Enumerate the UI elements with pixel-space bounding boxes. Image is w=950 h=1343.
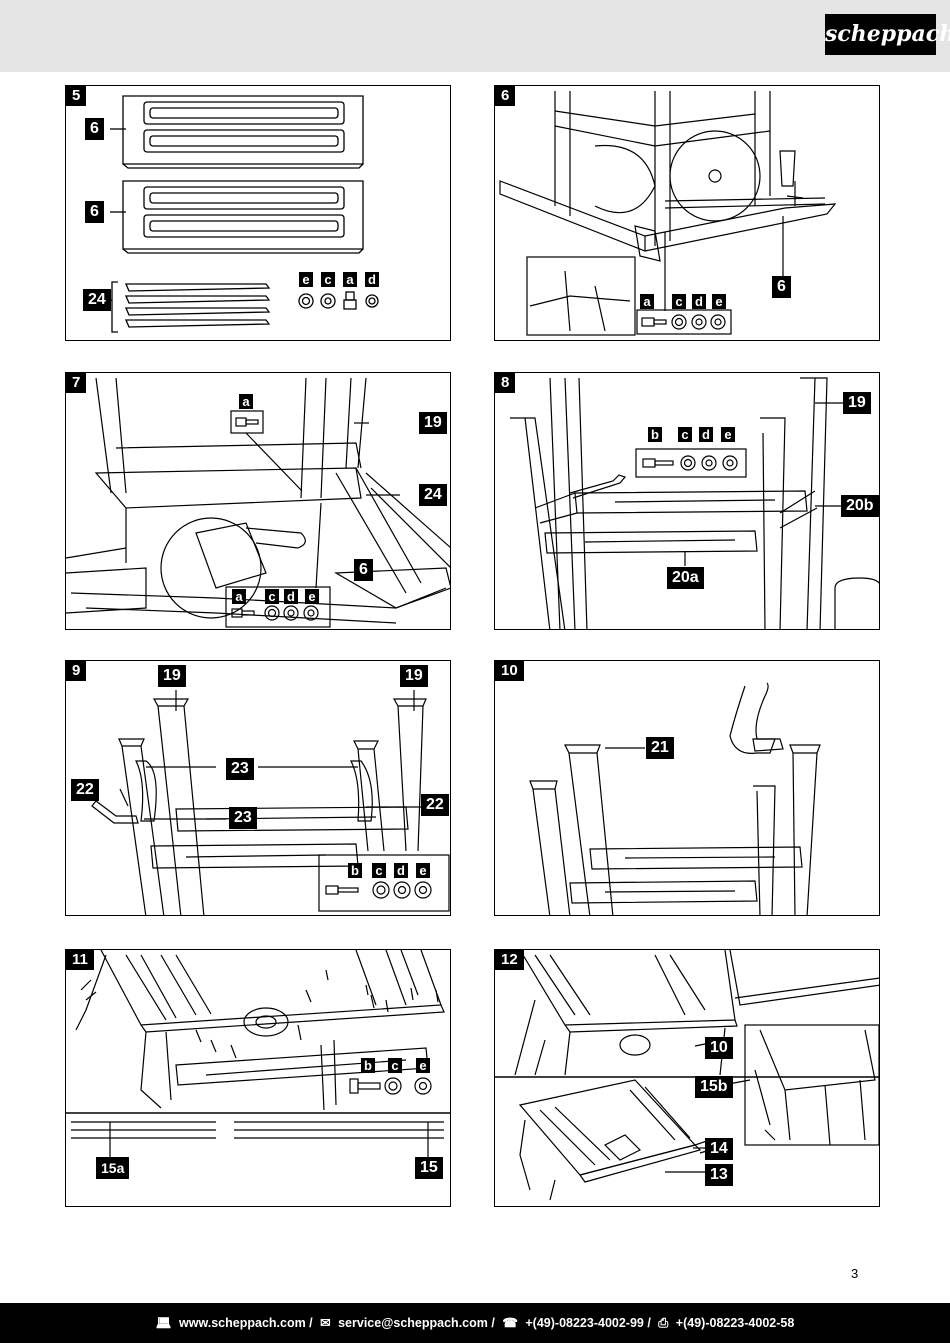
figure-number: 6 (495, 86, 516, 106)
part-label: 19 (400, 665, 428, 687)
figure-number: 9 (66, 661, 87, 681)
part-label: 6 (354, 559, 373, 581)
part-label: 20a (667, 567, 704, 589)
part-label: 6 (772, 276, 791, 298)
part-label: 22 (421, 794, 449, 816)
figure-7: 7 a 19 24 6 a c d e (65, 372, 451, 630)
hardware-letter: c (678, 427, 692, 442)
part-label: 19 (158, 665, 186, 687)
fax-icon: ⎙ (658, 1316, 669, 1330)
hardware-letter: c (321, 272, 335, 287)
part-label: 22 (71, 779, 99, 801)
hardware-letter: d (394, 863, 408, 878)
phone-number: +(49)-08223-4002-99 / (525, 1316, 651, 1330)
figure-6: 6 6 a c d e (494, 85, 880, 341)
hardware-letter: b (348, 863, 362, 878)
fax-number: +(49)-08223-4002-58 (675, 1316, 795, 1330)
hardware-letter: c (372, 863, 386, 878)
part-label: 14 (705, 1138, 733, 1160)
hardware-letter: b (648, 427, 662, 442)
hardware-letter: e (721, 427, 735, 442)
hardware-letter: e (712, 294, 726, 309)
figure-5: 5 6 6 24 e c a d (65, 85, 451, 341)
part-label: 6 (85, 201, 104, 223)
figure-number: 12 (495, 950, 524, 970)
part-label: 20b (841, 495, 879, 517)
part-label: 24 (83, 289, 111, 311)
hardware-letter: a (232, 589, 246, 604)
hardware-letter: d (365, 272, 379, 287)
figure-8: 8 19 20b 20a b c d e (494, 372, 880, 630)
mail-icon: ✉ (320, 1316, 331, 1330)
part-label: 10 (705, 1037, 733, 1059)
page-footer: 💻︎ www.scheppach.com / ✉ service@scheppa… (0, 1303, 950, 1343)
part-label: 19 (419, 412, 447, 434)
hardware-letter: a (640, 294, 654, 309)
hardware-letter: e (416, 863, 430, 878)
website-link[interactable]: www.scheppach.com / (179, 1316, 313, 1330)
hardware-letter: d (284, 589, 298, 604)
part-label: 6 (85, 118, 104, 140)
figure-number: 7 (66, 373, 87, 393)
hardware-letter: e (299, 272, 313, 287)
part-label: 24 (419, 484, 447, 506)
part-label: 19 (843, 392, 871, 414)
page-header: scheppach (0, 0, 950, 72)
hardware-letter: c (265, 589, 279, 604)
hardware-letter: e (305, 589, 319, 604)
figure-12-illustration (495, 950, 879, 1201)
figure-6-illustration (499, 91, 837, 336)
hardware-letter: c (388, 1058, 402, 1073)
figure-number: 8 (495, 373, 516, 393)
part-label: 23 (226, 758, 254, 780)
figure-12: 12 10 15b 14 13 (494, 949, 880, 1207)
hardware-letter: b (361, 1058, 375, 1073)
part-label: 15a (96, 1157, 130, 1179)
figure-number: 11 (66, 950, 94, 970)
figure-number: 5 (66, 86, 87, 106)
part-label: 15b (695, 1076, 733, 1098)
page-number: 3 (851, 1266, 859, 1281)
hardware-letter: a (343, 272, 357, 287)
figure-11: 11 b c e 15a 15 (65, 949, 451, 1207)
hardware-letter: e (416, 1058, 430, 1073)
figure-number: 10 (495, 661, 524, 681)
figure-7-illustration (66, 377, 450, 628)
figure-8-illustration (510, 377, 879, 629)
hardware-letter: a (239, 394, 253, 409)
hardware-letter: c (672, 294, 686, 309)
figure-9-illustration (91, 690, 450, 915)
brand-logo: scheppach (825, 14, 950, 55)
figure-9: 9 19 19 23 22 23 22 b c d e (65, 660, 451, 916)
figure-10: 10 21 (494, 660, 880, 916)
hardware-letter: d (699, 427, 713, 442)
hardware-letter: d (692, 294, 706, 309)
part-label: 23 (229, 807, 257, 829)
part-label: 13 (705, 1164, 733, 1186)
figure-5-illustration (105, 95, 379, 333)
computer-icon: 💻︎ (155, 1316, 172, 1330)
email-link[interactable]: service@scheppach.com / (338, 1316, 495, 1330)
part-label: 21 (646, 737, 674, 759)
phone-icon: ☎ (502, 1316, 518, 1330)
figure-10-illustration (529, 682, 821, 915)
part-label: 15 (415, 1157, 443, 1179)
